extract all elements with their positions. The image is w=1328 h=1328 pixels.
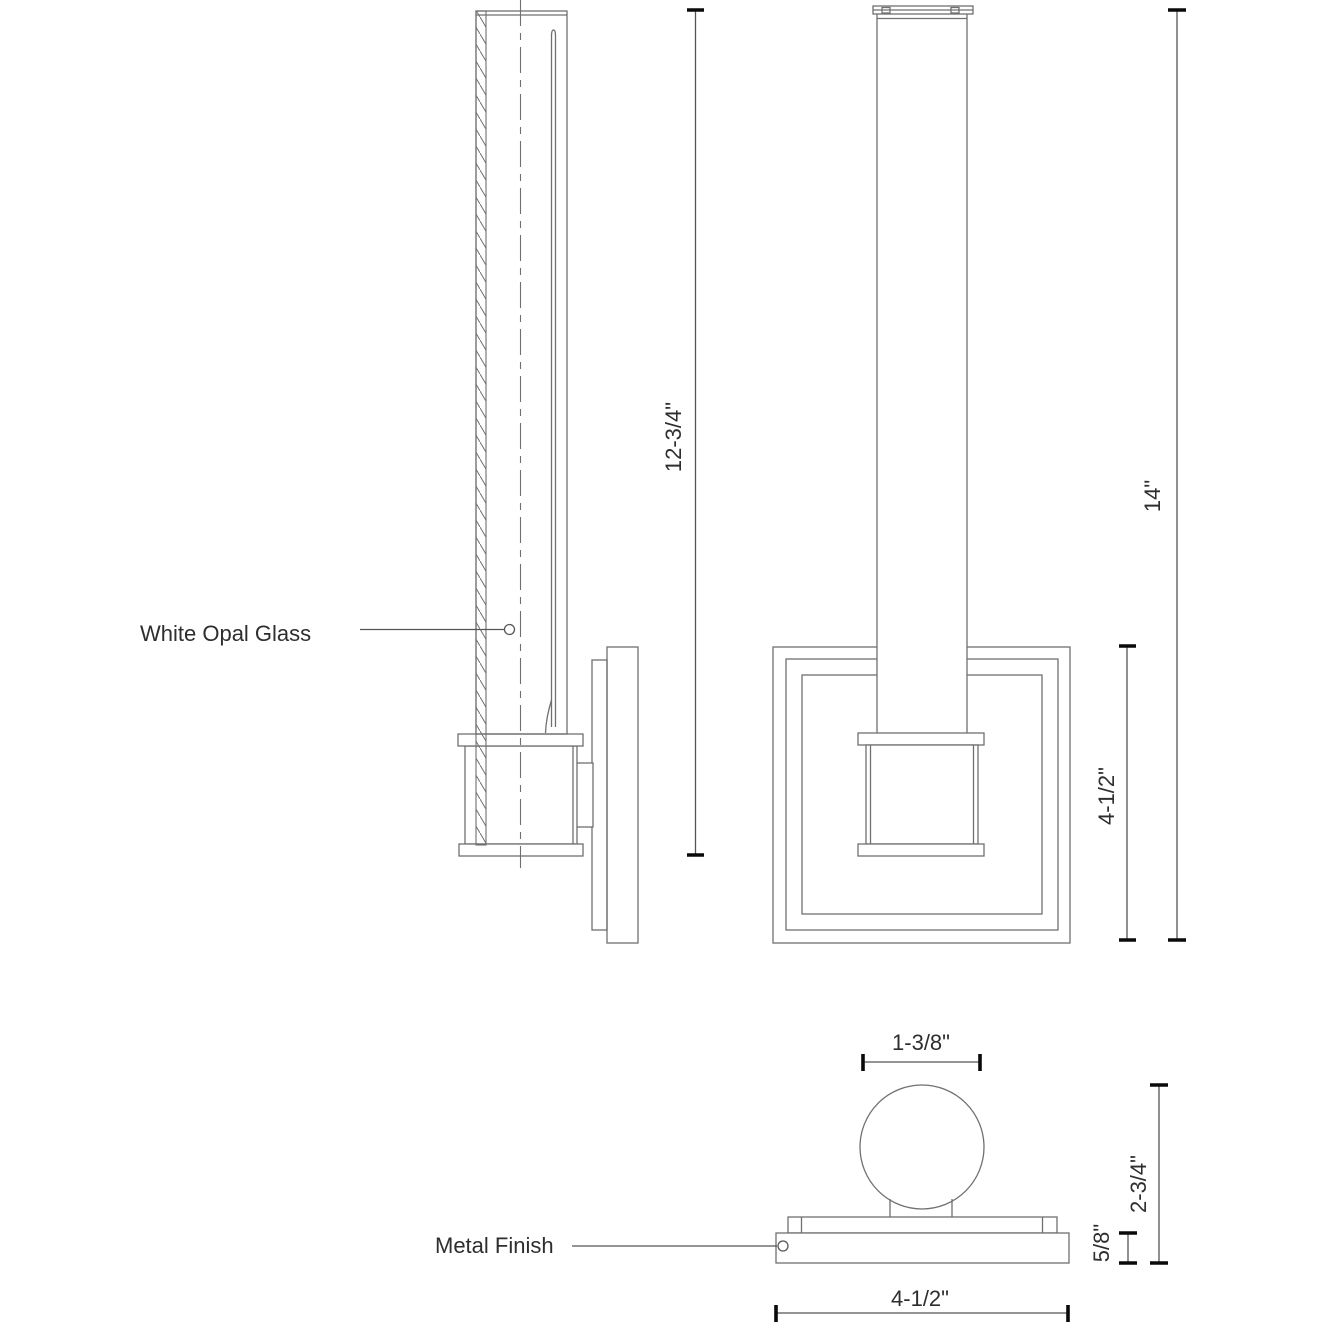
side-view <box>457 0 639 944</box>
leader-dot-screw-hole <box>777 1240 789 1252</box>
callout-metal-finish: Metal Finish <box>435 1233 789 1258</box>
base-plate-top-view <box>775 1232 1070 1264</box>
front-view <box>772 5 1071 944</box>
upper-plate-top-view <box>787 1216 1058 1234</box>
dim-base-width-text: 4-1/2" <box>891 1286 949 1311</box>
glass-tube-side-outline <box>475 10 568 735</box>
dim-glass-height-text: 12-3/4" <box>661 402 686 472</box>
backplate-side-tab <box>591 659 608 931</box>
led-wire-curve <box>544 699 553 734</box>
led-board-lines <box>550 29 557 727</box>
glass-wall-hatch <box>475 10 487 846</box>
glass-tube-front-fill <box>877 14 967 733</box>
dim-overall-depth-text: 2-3/4" <box>1126 1155 1151 1213</box>
dim-plate-thickness: 5/8" <box>1089 1224 1137 1265</box>
dim-glass-diameter: 1-3/8" <box>861 1030 982 1071</box>
callout-white-opal-glass: White Opal Glass <box>140 621 516 646</box>
leader-dot <box>503 623 516 636</box>
dim-glass-height: 12-3/4" <box>661 8 704 857</box>
socket-bottom-flange-front <box>857 843 985 857</box>
metal-finish-label: Metal Finish <box>435 1233 554 1258</box>
backplate-side-outline <box>606 646 639 944</box>
dim-backplate-height: 4-1/2" <box>1094 644 1136 942</box>
dim-base-width: 4-1/2" <box>774 1286 1070 1322</box>
dim-plate-thickness-text: 5/8" <box>1089 1224 1114 1262</box>
glass-tube-top-circle <box>859 1084 985 1210</box>
dimensions: 12-3/4" 14" 4-1/2" 1-3/8" 2- <box>140 8 1186 1322</box>
dim-backplate-height-text: 4-1/2" <box>1094 767 1119 825</box>
dim-overall-depth: 2-3/4" <box>1126 1083 1168 1265</box>
socket-body-front <box>865 744 979 845</box>
dim-overall-height-text: 14" <box>1140 480 1165 512</box>
white-opal-glass-label: White Opal Glass <box>140 621 311 646</box>
dim-glass-diameter-text: 1-3/8" <box>892 1030 950 1055</box>
socket-top-flange-front <box>857 732 985 746</box>
top-cap-screw-right <box>950 6 960 14</box>
top-view <box>775 1084 1070 1264</box>
dim-overall-height: 14" <box>1140 8 1186 942</box>
top-cap-screw-left <box>881 6 891 14</box>
